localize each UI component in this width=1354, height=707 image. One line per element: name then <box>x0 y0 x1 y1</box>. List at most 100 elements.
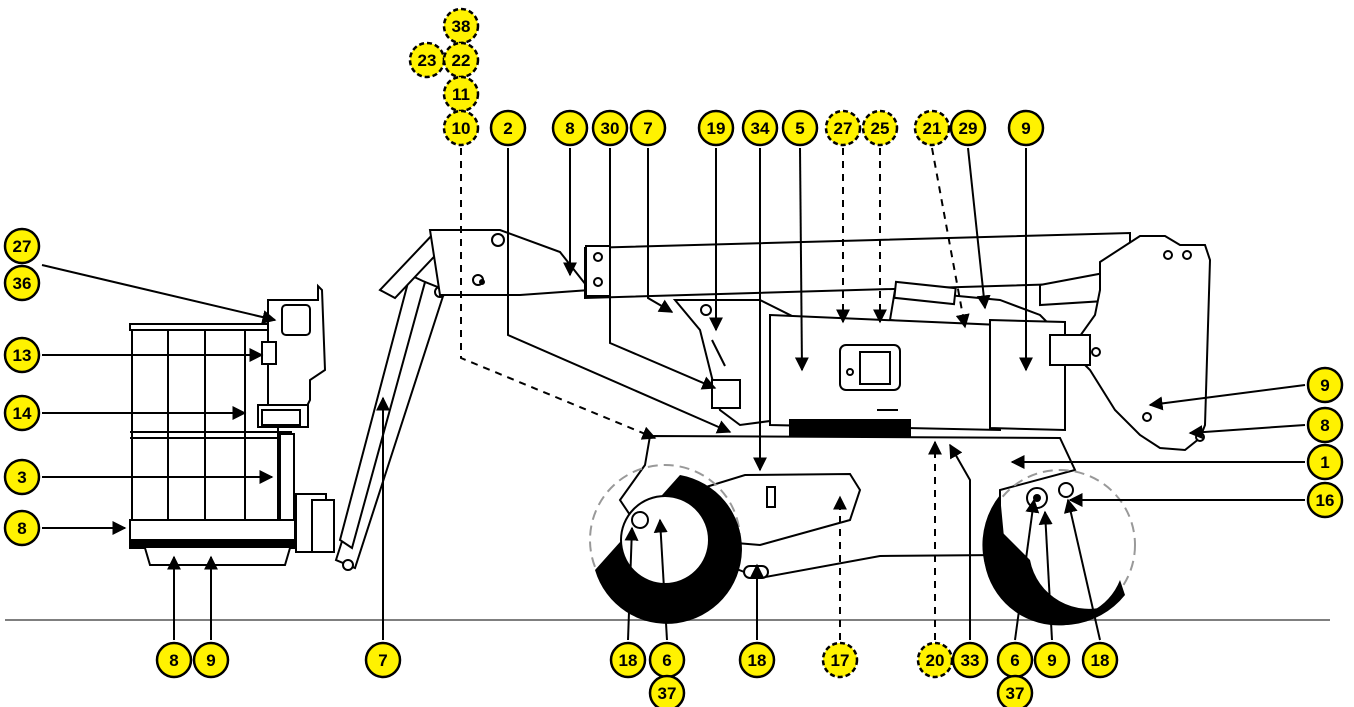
callout-label: 13 <box>13 346 32 365</box>
leader-9-right <box>1148 384 1306 411</box>
callout-label: 37 <box>658 684 677 703</box>
callout-label: 23 <box>418 51 437 70</box>
turntable <box>672 299 1091 437</box>
callout-circle <box>697 109 735 147</box>
callout-circle <box>1306 406 1344 444</box>
jib-arm <box>334 229 592 571</box>
callout-label: 11 <box>452 85 470 104</box>
callout-circle <box>551 109 589 147</box>
callout-label: 36 <box>13 274 32 293</box>
callout-label: 9 <box>206 651 215 670</box>
callout-label: 3 <box>17 468 26 487</box>
callout-circle <box>3 509 41 547</box>
callout-8: 8 <box>155 641 193 679</box>
callout-circle <box>591 109 629 147</box>
callout-27: 27 <box>824 109 862 147</box>
callout-22: 22 <box>442 41 480 79</box>
callout-circle <box>1081 641 1119 679</box>
callout-circle <box>442 109 480 147</box>
callout-label: 8 <box>169 651 178 670</box>
callout-17: 17 <box>821 641 859 679</box>
callout-label: 1 <box>1320 453 1329 472</box>
callout-label: 27 <box>13 237 32 256</box>
callout-25: 25 <box>861 109 899 147</box>
callout-8: 8 <box>3 509 41 547</box>
callout-27: 27 <box>3 227 41 265</box>
callout-7: 7 <box>364 641 402 679</box>
callout-label: 34 <box>751 119 770 138</box>
callout-label: 8 <box>1320 416 1329 435</box>
leader-27-left <box>41 264 277 324</box>
callout-label: 7 <box>643 119 652 138</box>
callout-23: 23 <box>408 41 446 79</box>
callout-label: 9 <box>1021 119 1030 138</box>
platform-basket <box>129 283 335 566</box>
callout-label: 20 <box>926 651 945 670</box>
callout-7: 7 <box>629 109 667 147</box>
callout-circle <box>489 109 527 147</box>
leader-8-right <box>1188 424 1306 440</box>
callout-label: 8 <box>17 519 26 538</box>
callout-label: 9 <box>1047 651 1056 670</box>
callout-label: 30 <box>601 119 620 138</box>
leader-18a <box>624 526 639 641</box>
rear-wheel <box>982 469 1136 626</box>
callout-18: 18 <box>738 641 776 679</box>
callout-label: 8 <box>565 119 574 138</box>
callout-circle <box>3 227 41 265</box>
callout-9: 9 <box>192 641 230 679</box>
callout-label: 9 <box>1320 376 1329 395</box>
callout-label: 18 <box>619 651 638 670</box>
callout-label: 10 <box>452 119 471 138</box>
callout-6: 6 <box>996 641 1034 679</box>
callout-16: 16 <box>1306 481 1344 519</box>
callout-circle <box>951 641 989 679</box>
callout-circle <box>781 109 819 147</box>
leader-18c <box>1063 498 1101 641</box>
callout-label: 6 <box>1010 651 1019 670</box>
callout-circle <box>821 641 859 679</box>
callout-20: 20 <box>916 641 954 679</box>
callout-label: 29 <box>959 119 978 138</box>
leader-30 <box>609 148 717 390</box>
callout-label: 38 <box>452 17 471 36</box>
callout-label: 22 <box>452 51 471 70</box>
callout-circle <box>609 641 647 679</box>
callout-circle <box>3 336 41 374</box>
callout-18: 18 <box>1081 641 1119 679</box>
callout-9: 9 <box>1306 366 1344 404</box>
callout-1: 1 <box>1306 443 1344 481</box>
callout-label: 25 <box>871 119 890 138</box>
callout-circle <box>1007 109 1045 147</box>
callout-37: 37 <box>648 674 686 707</box>
leader-lines <box>41 147 1306 641</box>
callout-30: 30 <box>591 109 629 147</box>
callout-29: 29 <box>949 109 987 147</box>
leader-9b2 <box>1038 510 1053 641</box>
callout-circle <box>3 394 41 432</box>
callout-label: 33 <box>961 651 980 670</box>
leader-33 <box>949 443 971 640</box>
callout-circle <box>364 641 402 679</box>
callout-5: 5 <box>781 109 819 147</box>
callout-14: 14 <box>3 394 41 432</box>
leader-21 <box>931 147 970 329</box>
leader-10 <box>460 148 657 440</box>
main-boom <box>584 231 1131 332</box>
leader-29 <box>967 147 991 310</box>
callout-label: 6 <box>662 651 671 670</box>
callout-11: 11 <box>442 75 480 113</box>
callout-label: 21 <box>923 119 942 138</box>
callout-label: 5 <box>795 119 804 138</box>
callout-label: 27 <box>834 119 853 138</box>
callout-label: 19 <box>707 119 726 138</box>
callout-9: 9 <box>1007 109 1045 147</box>
callout-label: 14 <box>13 404 32 423</box>
callout-circle <box>949 109 987 147</box>
callout-circle <box>824 109 862 147</box>
callout-circle <box>3 458 41 496</box>
callout-label: 16 <box>1316 491 1335 510</box>
callout-6: 6 <box>648 641 686 679</box>
